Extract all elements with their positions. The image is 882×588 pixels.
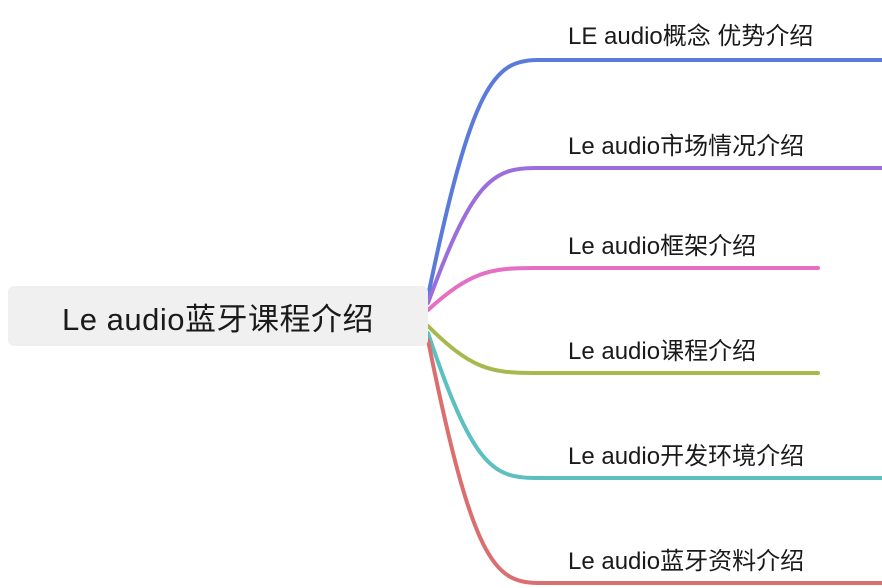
root-node[interactable]: Le audio蓝牙课程介绍 — [8, 286, 428, 346]
branch-node-materials[interactable]: Le audio蓝牙资料介绍 — [568, 548, 805, 575]
branch-curve-framework — [426, 266, 820, 312]
branch-curve-materials — [426, 338, 882, 585]
root-node-label: Le audio蓝牙课程介绍 — [62, 301, 374, 337]
branch-node-market[interactable]: Le audio市场情况介绍 — [568, 133, 805, 160]
branch-node-devenv[interactable]: Le audio开发环境介绍 — [568, 443, 805, 470]
branch-node-course[interactable]: Le audio课程介绍 — [568, 338, 757, 365]
branch-curve-devenv — [426, 331, 882, 480]
branch-node-framework[interactable]: Le audio框架介绍 — [568, 233, 757, 260]
branch-curve-course — [426, 324, 820, 375]
branch-curve-market — [426, 166, 882, 305]
branch-curve-concept — [426, 58, 882, 298]
branch-node-concept[interactable]: LE audio概念 优势介绍 — [568, 23, 814, 50]
